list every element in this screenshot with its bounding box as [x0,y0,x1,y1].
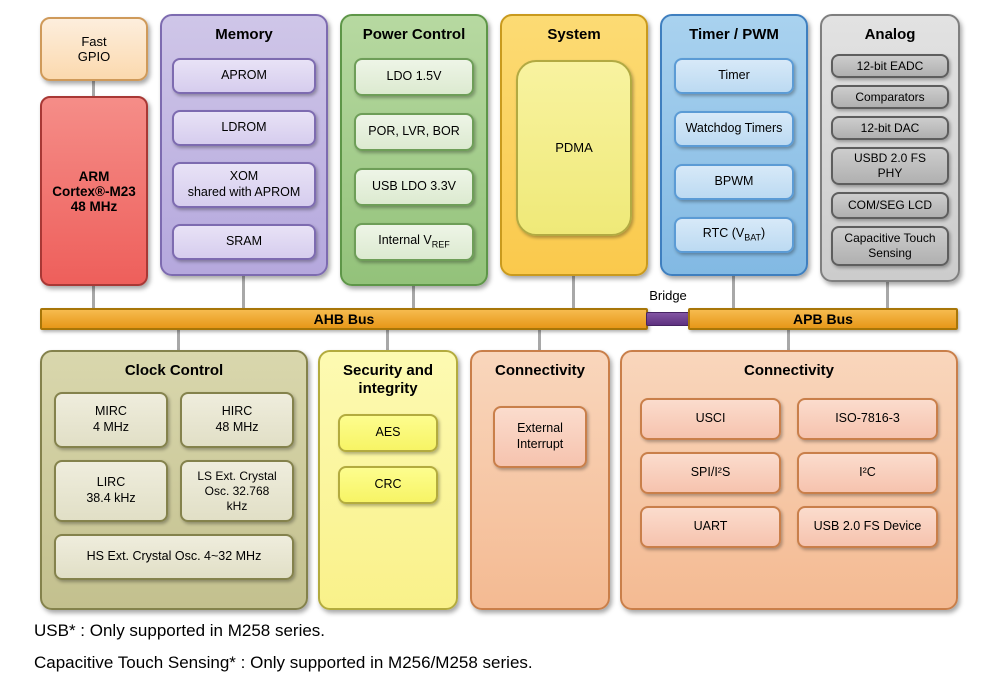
connector-system-ahb [572,276,575,308]
fast-gpio-block: Fast GPIO [40,17,148,81]
timer-item-rtc: RTC (VBAT) [674,217,794,253]
analog-item-comparators: Comparators [831,85,949,109]
analog-block: Analog 12-bit EADC Comparators 12-bit DA… [820,14,960,282]
bridge-connector [646,312,690,326]
ahb-bus-label: AHB Bus [313,311,375,327]
cpu-label: ARM Cortex®-M23 48 MHz [52,168,136,214]
connector-apb-connectivity [787,330,790,350]
cpu-block: ARM Cortex®-M23 48 MHz [40,96,148,286]
connectivity-large-block: Connectivity USCI ISO-7816-3 SPI/I²S I²C… [620,350,958,610]
system-title: System [547,26,601,43]
clock-item-mirc: MIRC 4 MHz [54,392,168,448]
connector-ahb-connectivity [538,330,541,350]
power-item-internal-vref: Internal VREF [354,223,474,261]
connector-ahb-security [386,330,389,350]
clock-item-ls-crystal: LS Ext. Crystal Osc. 32.768 kHz [180,460,294,522]
power-control-title: Power Control [362,26,466,43]
clock-item-hirc: HIRC 48 MHz [180,392,294,448]
internal-vref-label: Internal VREF [378,233,450,250]
power-item-usb-ldo: USB LDO 3.3V [354,168,474,206]
timer-item-bpwm: BPWM [674,164,794,200]
power-item-por-lvr-bor: POR, LVR, BOR [354,113,474,151]
connectivity-item-usci: USCI [640,398,781,440]
connectivity-item-usb-device: USB 2.0 FS Device [797,506,938,548]
analog-item-usbd-phy: USBD 2.0 FS PHY [831,147,949,185]
security-title: Security and integrity [342,362,434,397]
bridge-label: Bridge [649,288,687,303]
ahb-bus: AHB Bus [40,308,648,330]
analog-title: Analog [864,26,916,43]
connector-cpu-ahb [92,286,95,308]
clock-item-lirc: LIRC 38.4 kHz [54,460,168,522]
connectivity-large-title: Connectivity [743,362,834,379]
connectivity-item-i2c: I²C [797,452,938,494]
memory-item-xom: XOM shared with APROM [172,162,316,208]
connectivity-item-spi-i2s: SPI/I²S [640,452,781,494]
footnote-usb: USB* : Only supported in M258 series. [34,621,326,640]
connector-ahb-clock [177,330,180,350]
system-block: System PDMA [500,14,648,276]
memory-item-aprom: APROM [172,58,316,94]
connector-power-ahb [412,286,415,308]
memory-title: Memory [215,26,273,43]
analog-item-touch: Capacitive Touch Sensing [831,226,949,266]
timer-pwm-title: Timer / PWM [689,26,779,43]
connector-analog-apb [886,282,889,308]
timer-pwm-block: Timer / PWM Timer Watchdog Timers BPWM R… [660,14,808,276]
footnote-touch: Capacitive Touch Sensing* : Only support… [34,653,533,672]
memory-item-ldrom: LDROM [172,110,316,146]
security-item-aes: AES [338,414,438,452]
connectivity-item-uart: UART [640,506,781,548]
connectivity-item-external-interrupt: External Interrupt [493,406,587,468]
memory-item-sram: SRAM [172,224,316,260]
security-item-crc: CRC [338,466,438,504]
apb-bus-label: APB Bus [793,311,853,327]
connector-memory-ahb [242,276,245,308]
timer-item-timer: Timer [674,58,794,94]
connectivity-item-iso7816: ISO-7816-3 [797,398,938,440]
connectivity-small-block: Connectivity External Interrupt [470,350,610,610]
memory-block: Memory APROM LDROM XOM shared with APROM… [160,14,328,276]
clock-item-hs-crystal: HS Ext. Crystal Osc. 4~32 MHz [54,534,294,580]
system-item-pdma: PDMA [516,60,632,236]
power-control-block: Power Control LDO 1.5V POR, LVR, BOR USB… [340,14,488,286]
clock-control-title: Clock Control [124,362,224,379]
rtc-label: RTC (VBAT) [702,226,766,243]
apb-bus: APB Bus [688,308,958,330]
timer-item-watchdog: Watchdog Timers [674,111,794,147]
analog-item-lcd: COM/SEG LCD [831,192,949,219]
analog-item-dac: 12-bit DAC [831,116,949,140]
clock-control-block: Clock Control MIRC 4 MHz HIRC 48 MHz LIR… [40,350,308,610]
connector-timer-apb [732,276,735,308]
security-block: Security and integrity AES CRC [318,350,458,610]
analog-item-eadc: 12-bit EADC [831,54,949,78]
connectivity-small-title: Connectivity [494,362,585,379]
connector-fastgpio-cpu [92,81,95,96]
power-item-ldo15: LDO 1.5V [354,58,474,96]
fast-gpio-label: Fast GPIO [77,34,111,64]
